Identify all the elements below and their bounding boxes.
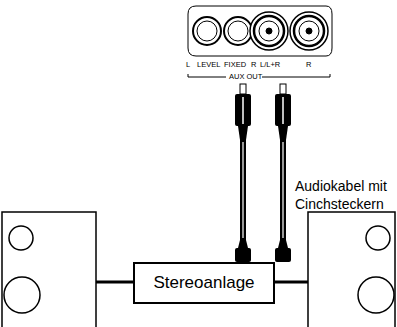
jack-panel bbox=[188, 6, 332, 56]
cable-label: Audiokabel mit Cinchsteckern bbox=[295, 178, 395, 213]
rca-cable bbox=[235, 84, 291, 262]
speaker bbox=[2, 212, 395, 327]
box-label: Stereoanlage bbox=[153, 273, 254, 293]
level-jack bbox=[193, 17, 252, 45]
jack-label: R bbox=[251, 61, 256, 69]
jack-label: LEVEL bbox=[197, 61, 220, 69]
jack-label: L bbox=[186, 61, 190, 69]
jack-label: R bbox=[306, 61, 311, 69]
jack-label: FIXED bbox=[224, 61, 246, 69]
fixed-jack bbox=[250, 12, 328, 50]
device-box: Stereoanlage bbox=[133, 262, 275, 304]
output-label: AUX OUT bbox=[229, 73, 262, 81]
jack-label: L/L+R bbox=[260, 61, 280, 69]
